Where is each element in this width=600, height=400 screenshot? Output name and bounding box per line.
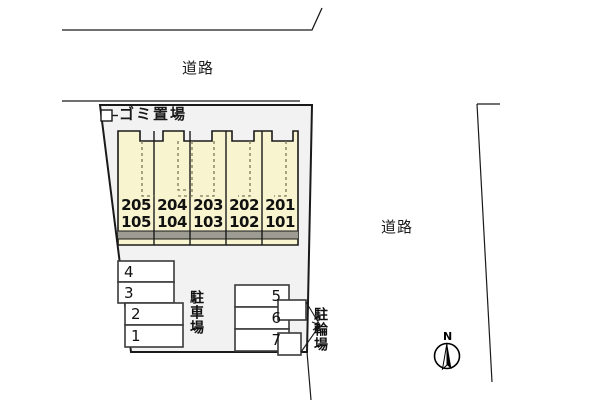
compass-north-label: N <box>443 330 453 343</box>
unit-upper-number: 202 <box>229 196 259 214</box>
unit-label-202-102: 202 102 <box>226 197 262 231</box>
unit-label-205-105: 205 105 <box>118 197 154 231</box>
road-right-geometry <box>476 103 500 383</box>
unit-label-204-104: 204 104 <box>154 197 190 231</box>
unit-upper-number: 201 <box>265 196 295 214</box>
parking-lot-label: 駐車場 <box>188 290 204 335</box>
parking-stall-6: 6 <box>271 309 281 327</box>
site-edge-lower-right <box>306 351 312 400</box>
unit-upper-number: 203 <box>193 196 223 214</box>
parking-stall-5: 5 <box>271 287 281 305</box>
compass-rose-icon <box>433 342 461 371</box>
unit-label-203-103: 203 103 <box>190 197 226 231</box>
apartment-building-geometry <box>117 130 299 246</box>
parking-stall-1: 1 <box>131 327 141 345</box>
unit-upper-number: 205 <box>121 196 151 214</box>
unit-lower-number: 104 <box>157 213 187 231</box>
parking-stall-2: 2 <box>131 305 141 323</box>
parking-stall-7: 7 <box>271 331 281 349</box>
parking-stall-group-left-lower <box>124 302 184 348</box>
waste-bin-icon <box>100 109 118 122</box>
parking-stall-3: 3 <box>124 284 134 302</box>
bicycle-parking-label: 駐輪場 <box>312 307 328 352</box>
unit-label-201-101: 201 101 <box>262 197 298 231</box>
parking-stall-group-right <box>234 284 290 352</box>
parking-stall-4: 4 <box>124 263 134 281</box>
road-label-right: 道路 <box>381 218 414 236</box>
unit-lower-number: 103 <box>193 213 223 231</box>
road-top-geometry <box>62 7 323 102</box>
waste-area-label: ゴミ置場 <box>119 105 188 123</box>
unit-lower-number: 101 <box>265 213 295 231</box>
unit-upper-number: 204 <box>157 196 187 214</box>
road-label-top: 道路 <box>182 59 215 77</box>
unit-lower-number: 102 <box>229 213 259 231</box>
bicycle-parking-boxes <box>277 299 321 356</box>
parking-stall-group-left-upper <box>117 260 175 304</box>
unit-lower-number: 105 <box>121 213 151 231</box>
